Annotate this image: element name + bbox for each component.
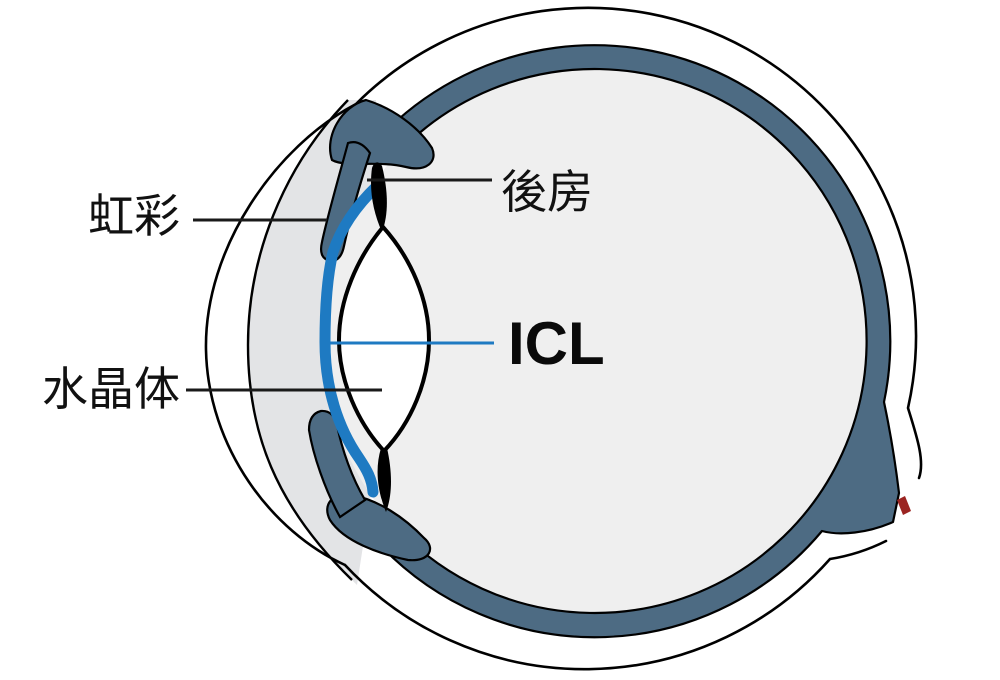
sclera-outline-lower [343,539,888,671]
sclera-outline-upper [354,6,923,480]
choroid-ring-and-optic-nerve [380,44,901,639]
cornea-inner-outline [246,99,353,581]
posterior-chamber-label: 後房 [501,166,593,218]
cornea-outer-outline [204,102,357,567]
vitreous-body [323,69,867,613]
crystalline-lens-label: 水晶体 [42,363,180,415]
zonule-wedge-lower [377,443,391,512]
icl-implant [319,180,383,498]
retinal-artery-icon [897,496,911,515]
icl-label: ICL [508,310,605,377]
crystalline-lens [336,223,432,454]
iris-label: 虹彩 [88,190,180,242]
